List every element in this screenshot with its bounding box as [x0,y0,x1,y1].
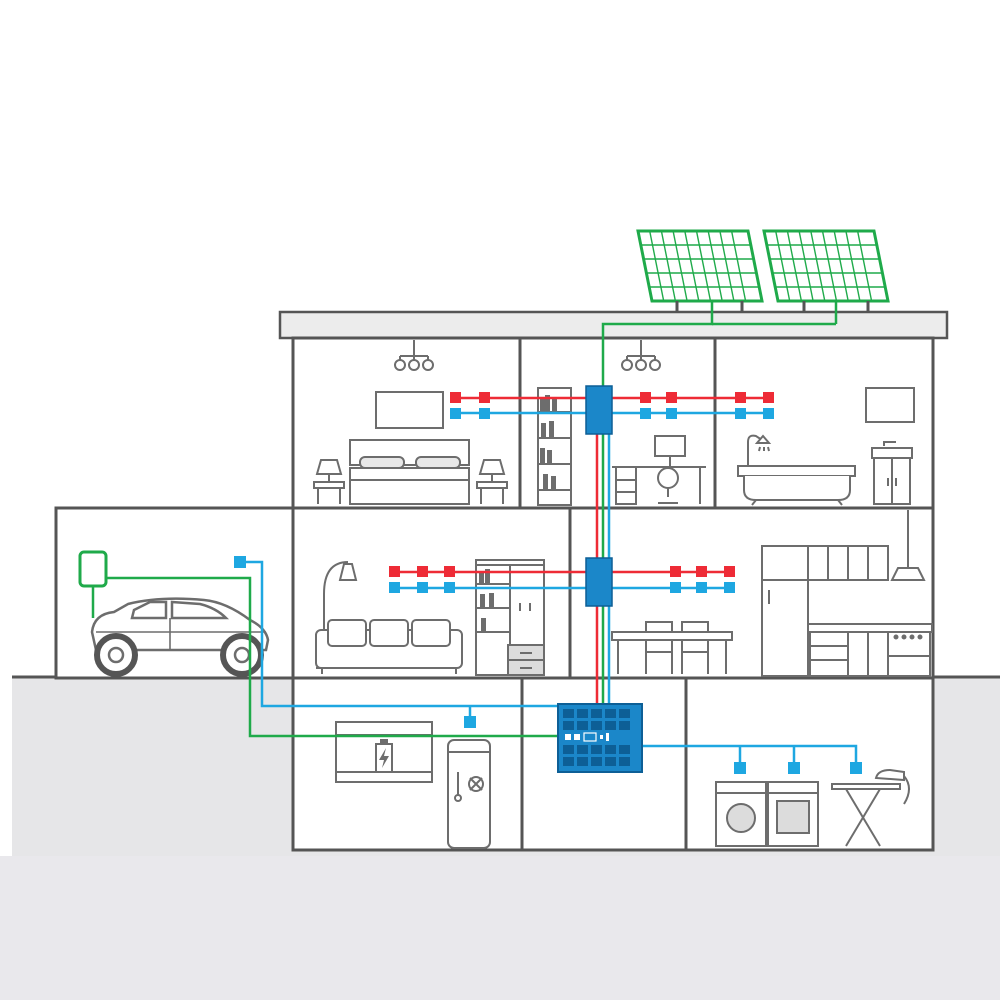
cabinet-icon [475,559,545,676]
nightstand-right [476,459,508,504]
junction-box-middle [585,557,613,607]
bed-icon [349,439,470,505]
power-terminals [389,392,774,577]
fridge-icon [761,545,809,677]
bathroom [737,387,915,506]
upper-cabinets-icon [807,545,889,581]
ceiling-lamp-icon [394,340,434,371]
mirror [865,387,915,423]
wall-picture [375,391,444,429]
nightstand-left [313,459,345,504]
bookshelf-icon [537,387,572,506]
bathtub-icon [737,465,856,506]
ceiling-lamp-icon [621,340,661,371]
solar-panel-left [636,229,764,312]
garage-contents [78,550,270,677]
kitchen [611,510,933,677]
distribution-board-icon [557,703,643,773]
iron-icon [831,768,910,847]
heat-pump-icon [447,739,491,849]
basement-contents [335,721,910,849]
electric-car-icon [90,597,270,677]
vanity-sink-icon [871,441,913,505]
dryer-icon [767,781,819,847]
solar-panel-icon [636,229,890,312]
counter-icon [807,623,933,677]
ground-base [0,856,1000,1000]
range-hood-icon [890,510,926,581]
washing-machine-icon [715,781,767,847]
data-terminals [234,408,862,774]
junction-box-upper [585,385,613,435]
battery-storage-icon [335,721,433,783]
dining-table-icon [611,621,733,674]
desk-icon [612,435,706,505]
junction-boxes [585,385,613,607]
solar-wiring [91,301,838,738]
bedroom [313,340,508,505]
office [537,340,706,506]
solar-panel-right [762,229,890,312]
ev-charger-icon [78,550,108,588]
living-room [315,559,545,676]
shower-icon [747,434,772,466]
sofa-icon [315,619,463,674]
